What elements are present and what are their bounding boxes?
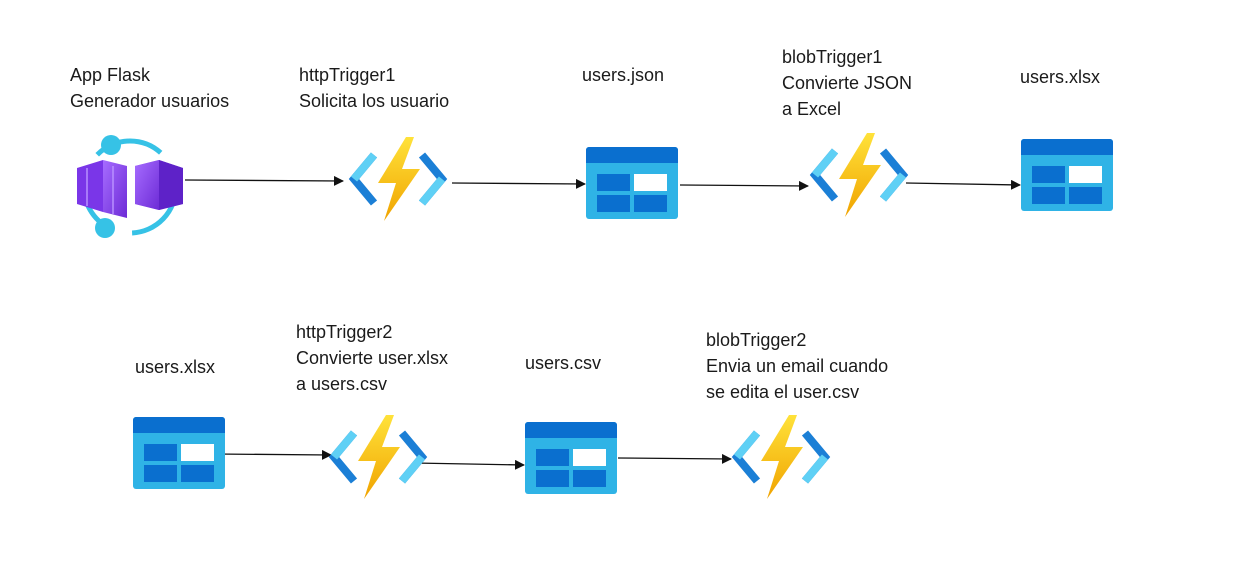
arrow-blob1-to-xlsx1 (905, 179, 1021, 190)
label-csv-line-1: users.csv (525, 353, 602, 373)
arrow-http1-to-json (451, 178, 586, 189)
arrow-json-to-blob1 (679, 180, 809, 191)
label-flask-line-1: App Flask (70, 65, 151, 85)
label-users-csv: users.csv (525, 350, 601, 376)
storage-table-icon-csv (525, 422, 617, 494)
arrows-row-2 (214, 449, 732, 470)
label-blob1-line-1: blobTrigger1 (782, 47, 883, 67)
label-xlsx1-line-1: users.xlsx (1020, 67, 1101, 87)
label-users-json: users.json (582, 62, 664, 88)
arrow-xlsx2-to-http2 (214, 449, 332, 460)
arrow-csv-to-blob2 (617, 453, 732, 464)
label-http2-line-2: Convierte user.xlsx (296, 348, 449, 368)
label-xlsx2-line-1: users.xlsx (135, 357, 216, 377)
label-flask: App Flask Generador usuarios (70, 62, 229, 114)
label-flask-line-2: Generador usuarios (70, 91, 230, 111)
storage-table-icon-xlsx2 (133, 417, 225, 489)
azure-function-icon-http1 (348, 137, 448, 221)
arrows-row-1 (184, 175, 1021, 191)
label-http-trigger-1: httpTrigger1 Solicita los usuario (299, 62, 449, 114)
label-users-xlsx-2: users.xlsx (135, 354, 215, 380)
arrow-http2-to-csv (413, 459, 525, 470)
label-blob1-line-2: Convierte JSON (782, 73, 913, 93)
storage-table-icon-xlsx1 (1021, 139, 1113, 211)
label-http2-line-1: httpTrigger2 (296, 322, 393, 342)
arrow-flask-to-http1 (184, 175, 344, 186)
label-http2-line-3: a users.csv (296, 374, 388, 394)
label-blob2-line-3: se edita el user.csv (706, 382, 860, 402)
label-blob-trigger-1: blobTrigger1 Convierte JSON a Excel (782, 44, 912, 122)
label-http-trigger-2: httpTrigger2 Convierte user.xlsx a users… (296, 319, 448, 397)
azure-function-icon-blob2 (731, 415, 831, 499)
label-blob1-line-3: a Excel (782, 99, 842, 119)
label-users-xlsx-1: users.xlsx (1020, 64, 1100, 90)
label-json-line-1: users.json (582, 65, 665, 85)
azure-function-icon-blob1 (809, 133, 909, 217)
storage-table-icon-json (586, 147, 678, 219)
label-http1-line-1: httpTrigger1 (299, 65, 396, 85)
label-blob2-line-1: blobTrigger2 (706, 330, 807, 350)
azure-function-icon-http2 (328, 415, 428, 499)
label-blob-trigger-2: blobTrigger2 Envia un email cuando se ed… (706, 327, 888, 405)
container-app-icon (77, 135, 183, 238)
label-blob2-line-2: Envia un email cuando (706, 356, 889, 376)
label-http1-line-2: Solicita los usuario (299, 91, 450, 111)
